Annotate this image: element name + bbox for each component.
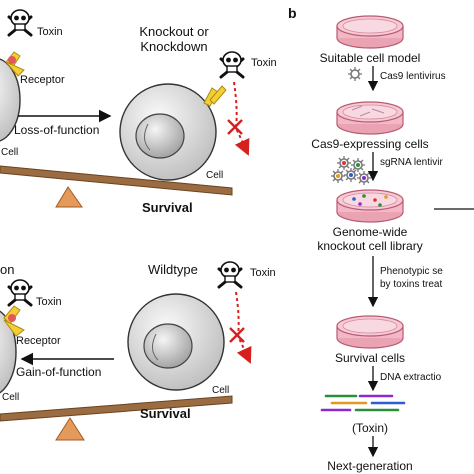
sgrna-virus-cluster <box>330 155 372 186</box>
header-left: on <box>0 262 14 277</box>
blocked-pathway-arrow <box>233 81 250 156</box>
seesaw-fulcrum <box>55 186 83 208</box>
step-cas9-expressing: Cas9-expressing cells <box>311 137 428 151</box>
inhibit-x-icon <box>227 119 243 135</box>
toxin-label: Toxin <box>37 26 63 38</box>
cell-library-dots <box>352 194 388 207</box>
seesaw-plank <box>0 395 233 422</box>
toxin-label: Toxin <box>251 57 277 69</box>
gain-of-function-label: Gain-of-function <box>16 365 101 379</box>
receptor-label: Receptor <box>20 74 65 86</box>
step-genome-wide: Genome-wide <box>333 225 408 239</box>
toxin-label: Toxin <box>36 296 62 308</box>
receptor-icon <box>3 305 25 337</box>
cell-label-right: Cell <box>206 170 223 181</box>
toxin-label: Toxin <box>250 267 276 279</box>
workflow-panel: b Suitable cell model Cas9 lentivirus Ca… <box>288 5 474 473</box>
cell-partial-left <box>0 58 21 142</box>
cell-label-left: Cell <box>1 147 18 158</box>
mutant-receptor-icon <box>203 85 227 107</box>
seesaw-fulcrum <box>55 417 85 441</box>
side-phenotypic: Phenotypic se <box>380 266 443 277</box>
receptor-label: Receptor <box>16 335 61 347</box>
inhibit-x-icon <box>229 327 245 343</box>
side-sgrna-lentivirus: sgRNA lentivir <box>380 157 443 168</box>
cell-label-right: Cell <box>212 385 229 396</box>
survival-label: Survival <box>140 406 191 421</box>
skull-crossbones-icon <box>7 8 33 37</box>
step-toxin: (Toxin) <box>352 421 388 435</box>
side-toxin-treatment: by toxins treat <box>380 279 442 290</box>
petri-dish-icon <box>336 189 404 223</box>
blocked-pathway-arrow <box>235 291 252 364</box>
side-cas9-lentivirus: Cas9 lentivirus <box>380 71 446 82</box>
side-dna-extraction: DNA extractio <box>380 372 442 383</box>
seesaw-plank <box>0 165 233 196</box>
step-suitable-cell-model: Suitable cell model <box>320 51 421 65</box>
skull-crossbones-icon <box>7 278 33 307</box>
bottom-panel: on Toxin Receptor Wildtype Toxin Gain-of… <box>0 260 276 441</box>
survival-label: Survival <box>142 200 193 215</box>
skull-crossbones-icon <box>219 50 245 79</box>
header-right: Wildtype <box>148 262 198 277</box>
step-next-generation: Next-generation <box>327 459 412 473</box>
cell-label-left: Cell <box>2 392 19 403</box>
petri-dish-icon <box>336 315 404 349</box>
cell-texture <box>351 105 385 117</box>
header-line-1: Knockout or <box>139 24 209 39</box>
petri-dish-icon <box>336 15 404 49</box>
dna-fragments <box>320 394 406 412</box>
loss-of-function-label: Loss-of-function <box>14 123 99 137</box>
receptor-icon <box>5 51 25 77</box>
virus-icon <box>347 66 363 82</box>
step-survival-cells: Survival cells <box>335 351 405 365</box>
header-line-2: Knockdown <box>140 39 207 54</box>
petri-dish-icon <box>336 101 404 135</box>
top-panel: Toxin Receptor Knockout or Knockdown Tox… <box>0 8 277 215</box>
step-knockout-library: knockout cell library <box>317 239 422 253</box>
cell-right <box>119 83 217 181</box>
cell-right <box>127 293 225 391</box>
skull-crossbones-icon <box>217 260 243 289</box>
cell-partial-left <box>0 310 17 394</box>
panel-b-label: b <box>288 5 297 21</box>
